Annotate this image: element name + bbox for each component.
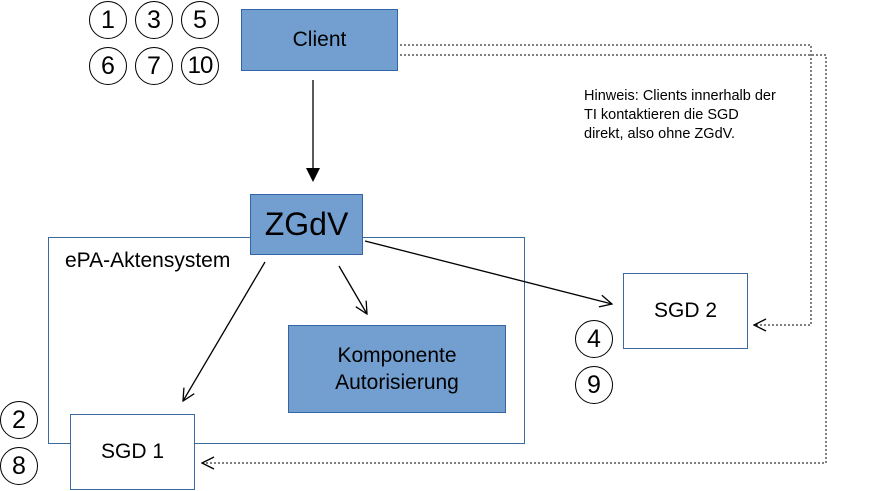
step-number-circle: 6 xyxy=(89,47,127,85)
hint-line: direkt, also ohne ZGdV. xyxy=(584,126,735,142)
step-number-circle: 8 xyxy=(0,447,38,485)
step-number-circle: 3 xyxy=(135,1,173,39)
step-number-circle: 9 xyxy=(575,366,613,404)
step-number-circle: 7 xyxy=(135,47,173,85)
epa-aktensystem-label: ePA-Aktensystem xyxy=(65,249,231,272)
step-number-circle: 10 xyxy=(181,47,219,85)
komponente-label-line1: Komponente xyxy=(337,344,457,367)
edge-client-zgdv-head xyxy=(306,168,320,182)
step-number-circle: 5 xyxy=(181,1,219,39)
sgd2-label: SGD 2 xyxy=(653,299,718,322)
step-number-circle: 1 xyxy=(89,1,127,39)
zgdv-label: ZGdV xyxy=(264,206,349,242)
edge-client-sgd2-dotted xyxy=(400,44,812,325)
hint-line: TI kontaktieren die SGD xyxy=(584,107,739,123)
komponente-label-line2: Autorisierung xyxy=(335,371,459,394)
edge-zgdv-komponente xyxy=(338,265,367,314)
sgd1-node: SGD 1 xyxy=(70,414,195,490)
edge-zgdv-sgd1 xyxy=(183,261,266,401)
sgd2-node: SGD 2 xyxy=(623,273,748,349)
zgdv-node: ZGdV xyxy=(250,194,363,255)
edge-client-sgd1-dotted xyxy=(202,54,827,463)
client-label: Client xyxy=(292,28,347,51)
hint-line: Hinweis: Clients innerhalb der xyxy=(584,88,776,104)
step-number-circle: 2 xyxy=(0,401,38,439)
sgd1-label: SGD 1 xyxy=(100,440,165,463)
client-node: Client xyxy=(241,9,398,71)
hint-note: Hinweis: Clients innerhalb der TI kontak… xyxy=(584,87,814,144)
edge-zgdv-sgd2 xyxy=(364,240,612,304)
step-number-circle: 4 xyxy=(575,320,613,358)
komponente-autorisierung-node: Komponente Autorisierung xyxy=(288,325,506,413)
